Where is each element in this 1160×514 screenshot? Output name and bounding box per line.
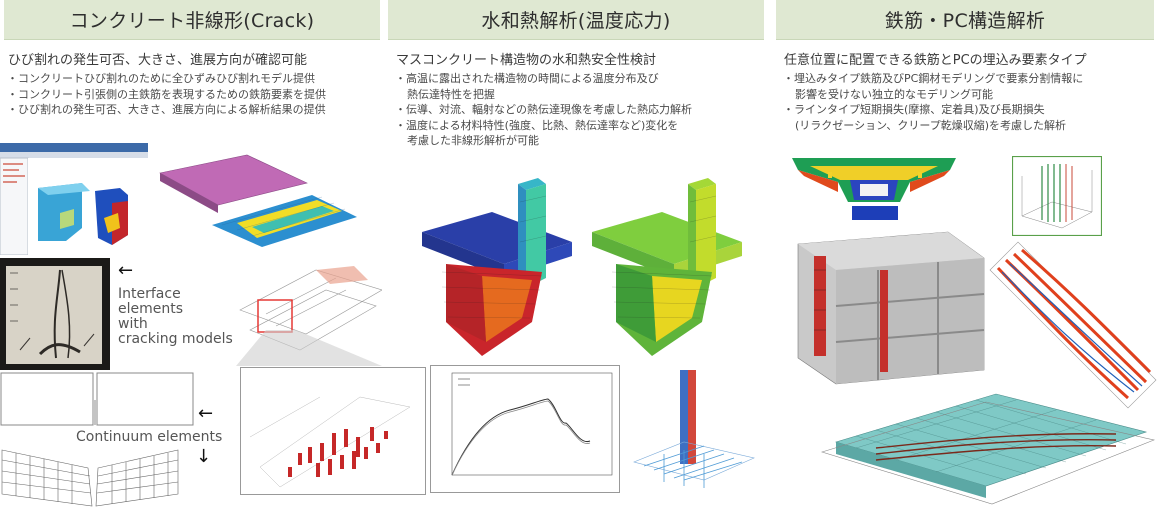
list-item: ・高温に露出された構造物の時間による温度分布及び xyxy=(395,72,659,85)
panel-crack: コンクリート非線形(Crack) ひび割れの発生可否、大きさ、進展方向が確認可能… xyxy=(0,0,426,514)
list-item: ・埋込みタイプ鉄筋及びPC鋼材モデリングで要素分割情報に xyxy=(783,72,1084,85)
zoom-projection-shade xyxy=(236,330,382,370)
list-item: ・コンクリートひび割れのために全ひずみひび割れモデル提供 xyxy=(7,72,315,85)
bullet-list: ・コンクリートひび割れのために全ひずみひび割れモデル提供 ・コンクリート引張側の… xyxy=(7,71,382,118)
label-line: elements xyxy=(118,301,184,317)
continuum-mesh-image xyxy=(0,446,180,510)
box-girder-stress-image xyxy=(790,156,958,228)
list-item: ・温度による材料特性(強度、比熱、熱伝達率など)変化を xyxy=(395,118,679,132)
arrow-left-icon: ← xyxy=(118,260,134,281)
temperature-history-graph xyxy=(430,365,620,493)
arrow-down-icon: ↓ xyxy=(196,446,212,467)
crack-detail-image xyxy=(240,367,426,495)
girder-mesh-image xyxy=(816,382,1156,512)
bullet-list: ・高温に露出された構造物の時間による温度分布及び 熱伝達特性を把握 ・伝導、対流… xyxy=(395,71,770,149)
list-item: (リラクゼーション、クリープ乾燥収縮)を考慮した解析 xyxy=(795,118,1067,132)
bullet-list: ・埋込みタイプ鉄筋及びPC鋼材モデリングで要素分割情報に 影響を受けない独立的な… xyxy=(783,71,1160,133)
panel-title: コンクリート非線形(Crack) xyxy=(4,0,380,40)
list-item: ・コンクリート引張側の主鉄筋を表現するための鉄筋要素を提供 xyxy=(7,87,326,101)
wall-embedded-rebar-image xyxy=(788,230,986,386)
list-item: ・ひび割れの発生可否、大きさ、進展方向による解析結果の提供 xyxy=(7,103,326,116)
pc-tendon-layout-image xyxy=(988,240,1158,410)
panel-lead: マスコンクリート構造物の水和熱安全性検討 xyxy=(396,53,657,68)
list-item: ・伝導、対流、輻射などの熱伝達現像を考慮した熱応力解析 xyxy=(395,103,692,116)
list-item: 考慮した非線形解析が可能 xyxy=(407,134,539,147)
list-item: ・ラインタイプ短期損失(摩擦、定着具)及び長期損失 xyxy=(783,103,1045,116)
interface-element-diagram xyxy=(0,372,195,427)
rebar-stress-image xyxy=(624,362,764,498)
interface-label: Interface elements with cracking models xyxy=(118,287,233,347)
panel-title: 水和熱解析(温度応力) xyxy=(388,0,764,40)
label-line: cracking models xyxy=(118,331,233,347)
arrow-left-icon: ← xyxy=(198,403,214,424)
stress-distribution-image xyxy=(592,172,752,362)
list-item: 影響を受けない独立的なモデリング可能 xyxy=(795,87,993,101)
continuum-label: Continuum elements xyxy=(76,429,223,445)
label-line: with xyxy=(118,316,148,332)
panel-rebar-pc: 鉄筋・PC構造解析 任意位置に配置できる鉄筋とPCの埋込み要素タイプ ・埋込みタ… xyxy=(776,0,1160,514)
panel-lead: ひび割れの発生可否、大きさ、進展方向が確認可能 xyxy=(8,53,308,68)
crack-specimen-photo xyxy=(0,258,110,370)
slab-deformation-image xyxy=(152,153,357,248)
panel-hydration-heat: 水和熱解析(温度応力) マスコンクリート構造物の水和熱安全性検討 ・高温に露出さ… xyxy=(388,0,770,514)
list-item: 熱伝達特性を把握 xyxy=(407,87,495,101)
software-screenshot-image xyxy=(0,143,148,255)
temperature-distribution-image xyxy=(422,172,582,362)
label-line: Interface xyxy=(118,286,181,302)
pc-tendon-detail-image xyxy=(1012,156,1102,236)
panel-lead: 任意位置に配置できる鉄筋とPCの埋込み要素タイプ xyxy=(784,53,1087,68)
panel-title: 鉄筋・PC構造解析 xyxy=(776,0,1154,40)
